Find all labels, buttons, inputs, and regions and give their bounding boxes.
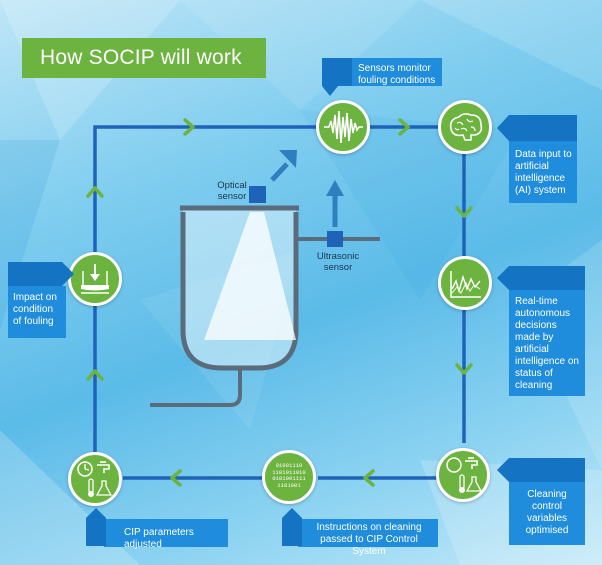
callout-pointer	[497, 458, 585, 482]
sensor-arrow-icon	[270, 150, 297, 182]
callout-ai-input-text: Data input to artificial intelligence (A…	[515, 149, 572, 196]
callout-impact: Impact on condition of fouling	[8, 286, 66, 338]
callout-sensors-text: Sensors monitor fouling conditions	[358, 63, 436, 86]
waveform-icon	[316, 100, 370, 154]
ultrasonic-sensor	[327, 231, 343, 247]
callout-impact-text: Impact on condition of fouling	[13, 292, 57, 327]
flow-chevrons	[86, 118, 473, 487]
optical-sensor	[249, 186, 266, 203]
line-chart-icon	[438, 256, 492, 310]
callout-pointer	[497, 266, 585, 290]
page-title: How SOCIP will work	[22, 38, 266, 78]
binary-code-icon: 01001110 1101011010 0101001111 1101001	[262, 450, 316, 504]
tap-thermometer-flask-icon	[436, 448, 490, 502]
callout-instructions-text: Instructions on cleaning passed to CIP C…	[316, 522, 422, 557]
callout-cip-adjusted-text: CIP parameters adjusted	[124, 527, 194, 550]
chevron-down-icon	[455, 206, 473, 218]
ultrasonic-sensor-label: Ultrasonic sensor	[316, 251, 360, 273]
callout-ai-input: Data input to artificial intelligence (A…	[509, 141, 577, 203]
callout-instructions: Instructions on cleaning passed to CIP C…	[298, 519, 438, 557]
chevron-up-icon	[86, 186, 104, 198]
sensor-arrow-icon	[326, 180, 344, 227]
callout-decisions-text: Real-time autonomous decisions made by a…	[515, 296, 579, 391]
callout-pointer	[497, 115, 577, 141]
tap-clock-thermometer-flask-icon	[68, 452, 122, 506]
callout-sensors: Sensors monitor fouling conditions	[336, 58, 442, 86]
chevron-up-icon	[86, 369, 104, 381]
vessel	[150, 205, 380, 407]
optical-beam	[204, 212, 296, 340]
callout-pointer	[322, 58, 338, 96]
binary-line: 0101001111	[272, 475, 306, 483]
loop-line	[93, 125, 466, 480]
callout-optimised-text: Cleaning control variables optimised	[525, 489, 569, 536]
optical-sensor-label: Optical sensor	[217, 180, 247, 202]
callout-pointer	[8, 262, 74, 286]
brain-icon	[438, 100, 492, 154]
chevron-left-icon	[170, 469, 182, 487]
callout-cip-adjusted: CIP parameters adjusted	[104, 519, 228, 550]
binary-line: 1101011010	[272, 468, 306, 476]
chevron-right-icon	[183, 118, 195, 136]
binary-line: 01001110	[275, 462, 303, 469]
fouling-layer-icon	[68, 252, 122, 306]
chevron-down-icon	[455, 363, 473, 375]
chevron-right-icon	[398, 118, 410, 136]
callout-pointer	[282, 508, 302, 546]
callout-pointer	[86, 508, 106, 546]
chevron-left-icon	[363, 469, 375, 487]
callout-decisions: Real-time autonomous decisions made by a…	[509, 286, 585, 396]
callout-optimised: Cleaning control variables optimised	[509, 481, 585, 545]
binary-line: 1101001	[277, 481, 301, 489]
